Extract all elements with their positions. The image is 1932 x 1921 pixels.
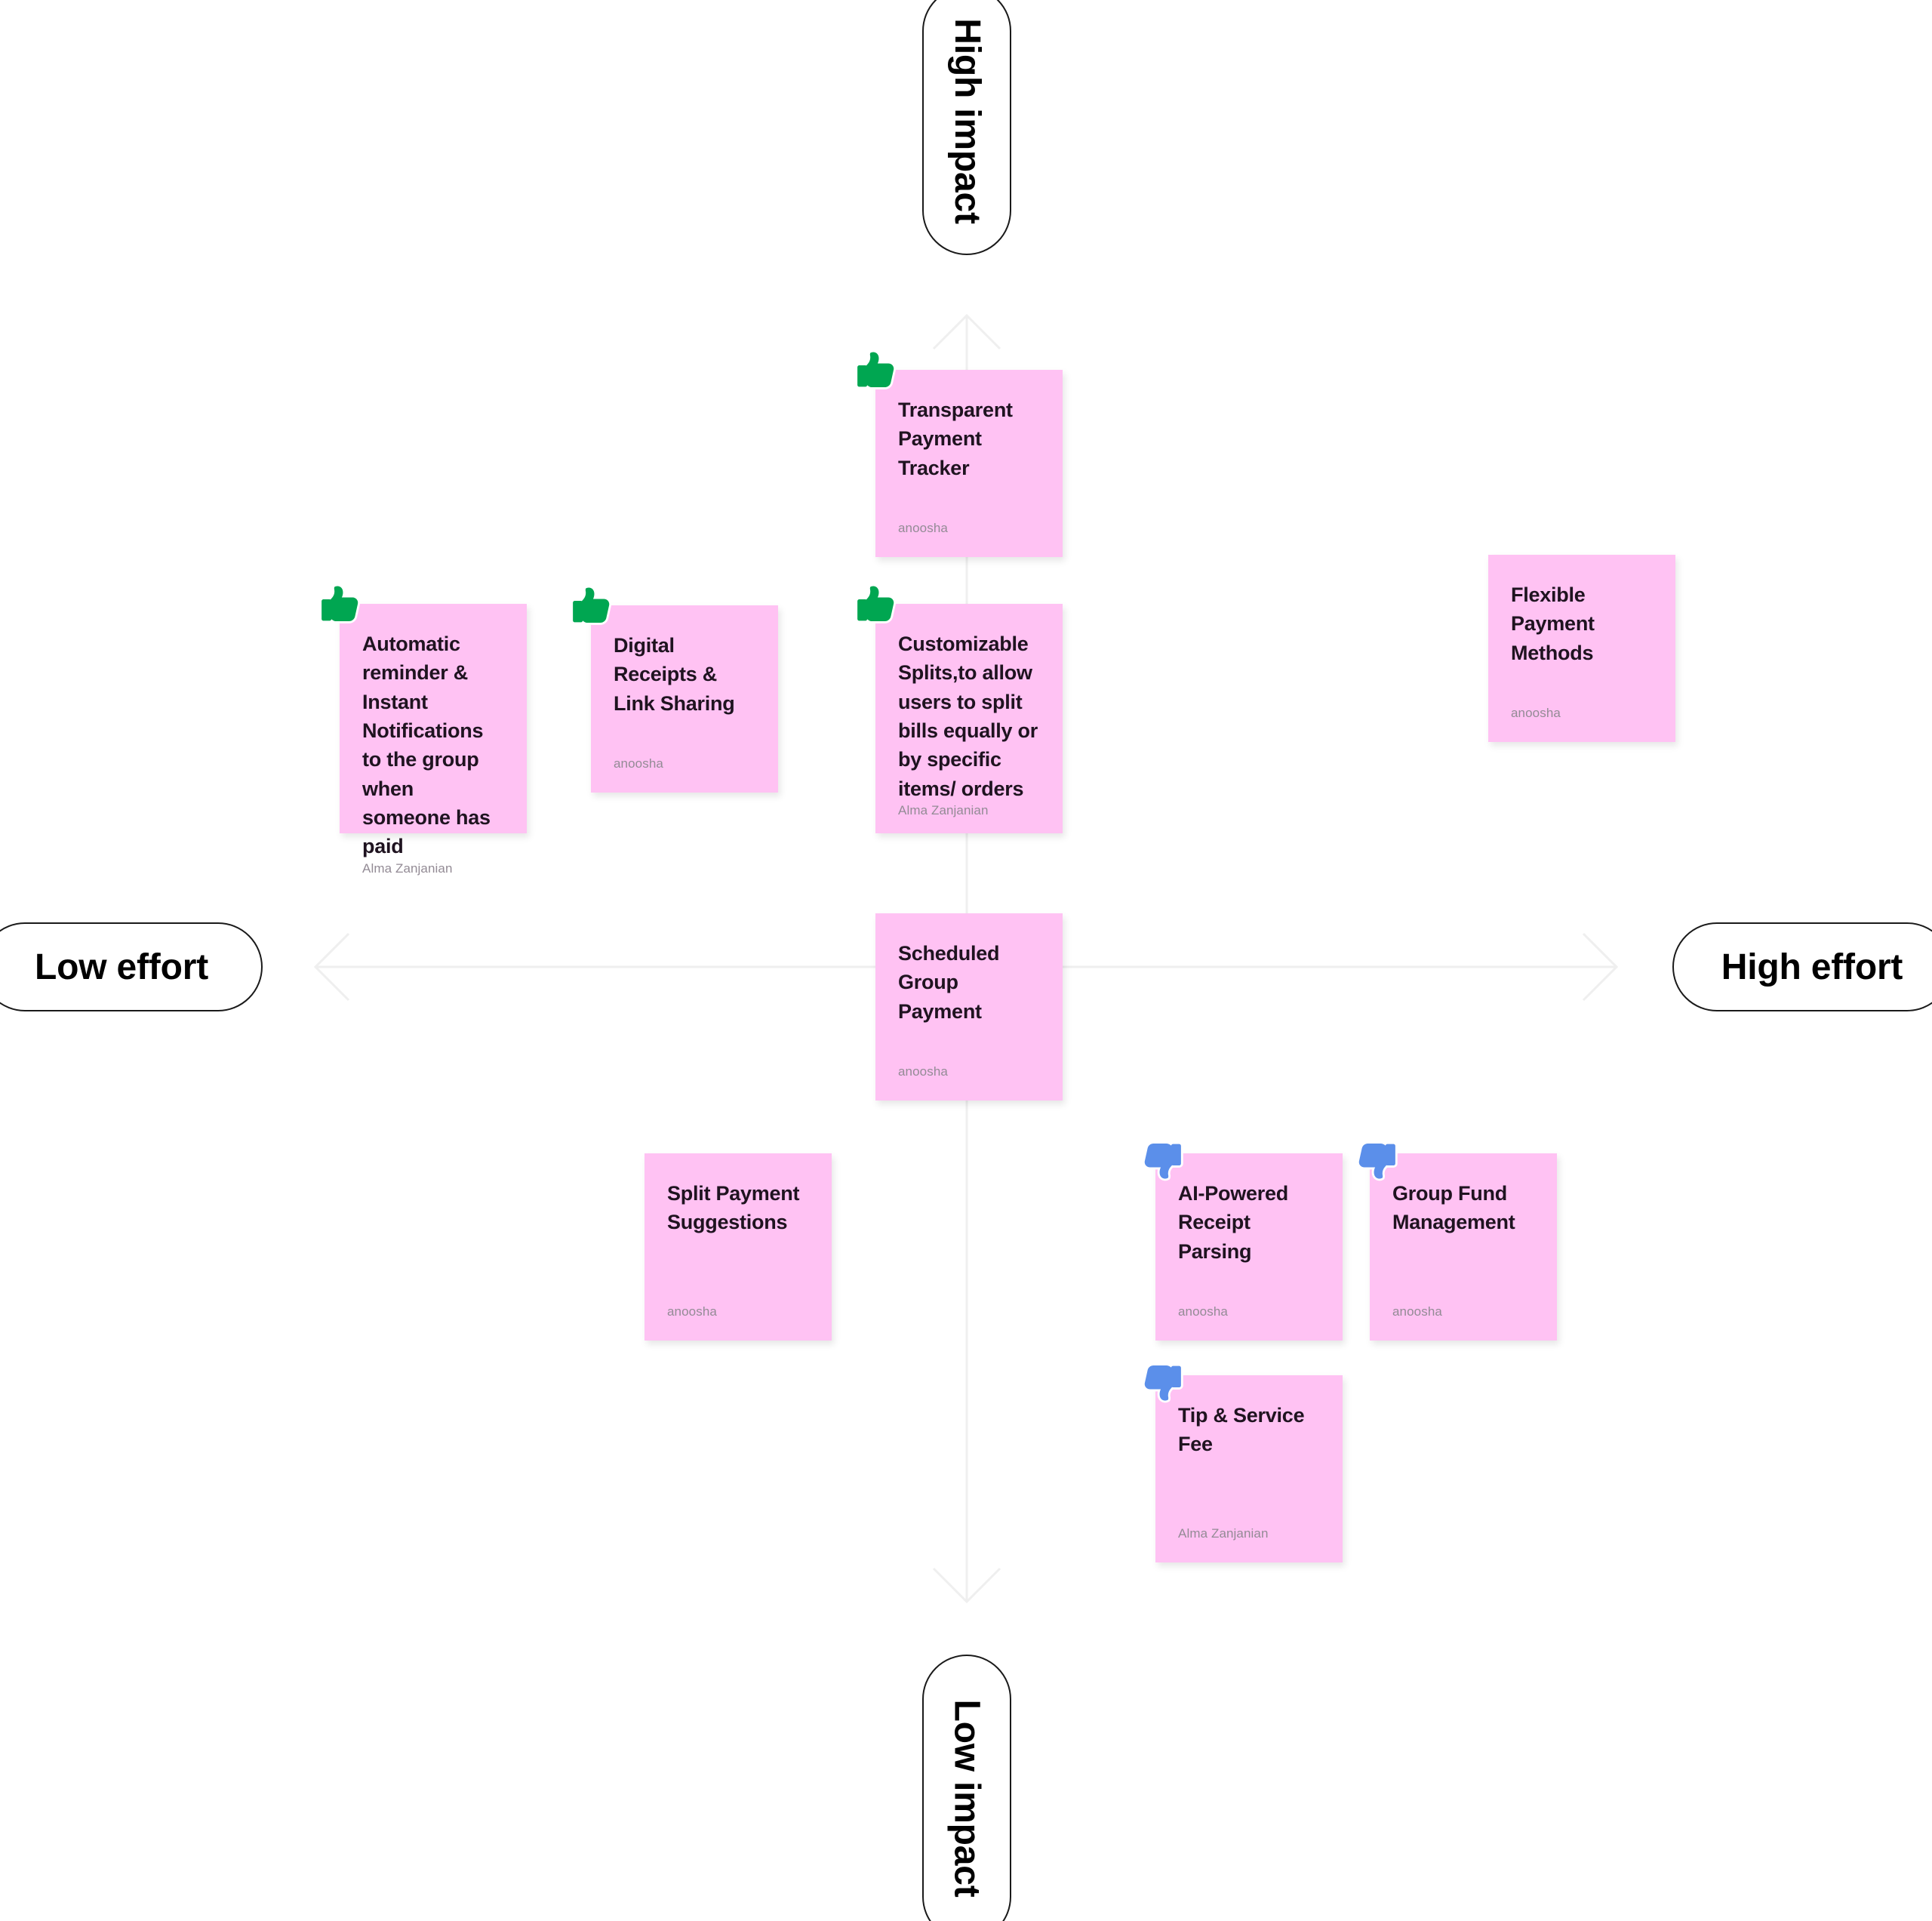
sticky-note[interactable]: Group Fund Management anoosha [1356, 1141, 1557, 1341]
sticky-note-title: Automatic reminder & Instant Notificatio… [362, 633, 491, 858]
sticky-note-author: anoosha [1392, 1304, 1442, 1319]
sticky-note-author: anoosha [1511, 706, 1561, 720]
sticky-note-author: anoosha [1178, 1304, 1228, 1319]
axis-label-low-impact[interactable]: Low impact [922, 1655, 1011, 1921]
sticky-note-title: Tip & Service Fee [1178, 1404, 1305, 1456]
sticky-note-title: Split Payment Suggestions [667, 1182, 800, 1234]
sticky-note-title: Group Fund Management [1392, 1182, 1515, 1234]
thumbs-up-icon[interactable] [570, 584, 620, 634]
thumbs-down-icon[interactable] [1134, 1132, 1184, 1182]
sticky-note[interactable]: Split Payment Suggestions anoosha [645, 1153, 832, 1341]
thumbs-up-icon[interactable] [854, 583, 904, 633]
axis-label-low-effort[interactable]: Low effort [0, 922, 263, 1011]
axis-label-low-effort-text: Low effort [35, 947, 208, 987]
sticky-note-author: anoosha [667, 1304, 717, 1319]
thumbs-down-icon[interactable] [1349, 1132, 1398, 1182]
sticky-note-author: Alma Zanjanian [1178, 1526, 1269, 1541]
sticky-note[interactable]: Transparent Payment Tracker anoosha [855, 349, 1063, 557]
thumbs-down-icon[interactable] [1134, 1354, 1184, 1404]
sticky-note[interactable]: Automatic reminder & Instant Notificatio… [319, 583, 527, 876]
thumbs-up-icon[interactable] [854, 349, 904, 399]
sticky-note[interactable]: AI-Powered Receipt Parsing anoosha [1142, 1141, 1343, 1341]
sticky-note-title: Scheduled Group Payment [898, 942, 1000, 1023]
sticky-note[interactable]: Digital Receipts & Link Sharing anoosha [571, 585, 778, 793]
sticky-note[interactable]: Flexible Payment Methods anoosha [1488, 555, 1675, 742]
sticky-note-author: Alma Zanjanian [898, 802, 989, 817]
sticky-note[interactable]: Scheduled Group Payment anoosha [875, 913, 1063, 1101]
sticky-note-title: Digital Receipts & Link Sharing [614, 634, 735, 715]
sticky-note-author: Alma Zanjanian [362, 860, 453, 876]
sticky-note-title: Flexible Payment Methods [1511, 583, 1595, 664]
axis-label-high-impact[interactable]: High impact [922, 0, 1011, 255]
sticky-note-title: Transparent Payment Tracker [898, 399, 1013, 479]
sticky-note[interactable]: Customizable Splits,to allow users to sp… [855, 583, 1063, 833]
sticky-note-author: anoosha [898, 1064, 948, 1079]
sticky-note-author: anoosha [898, 521, 948, 535]
sticky-note-title: AI-Powered Receipt Parsing [1178, 1182, 1289, 1263]
sticky-note-title: Customizable Splits,to allow users to sp… [898, 633, 1038, 800]
axis-label-high-impact-text: High impact [946, 17, 987, 224]
axis-label-low-impact-text: Low impact [946, 1698, 987, 1898]
axis-label-high-effort-text: High effort [1721, 947, 1903, 987]
sticky-note-author: anoosha [614, 756, 663, 771]
thumbs-up-icon[interactable] [318, 583, 368, 633]
axis-label-high-effort[interactable]: High effort [1672, 922, 1932, 1011]
